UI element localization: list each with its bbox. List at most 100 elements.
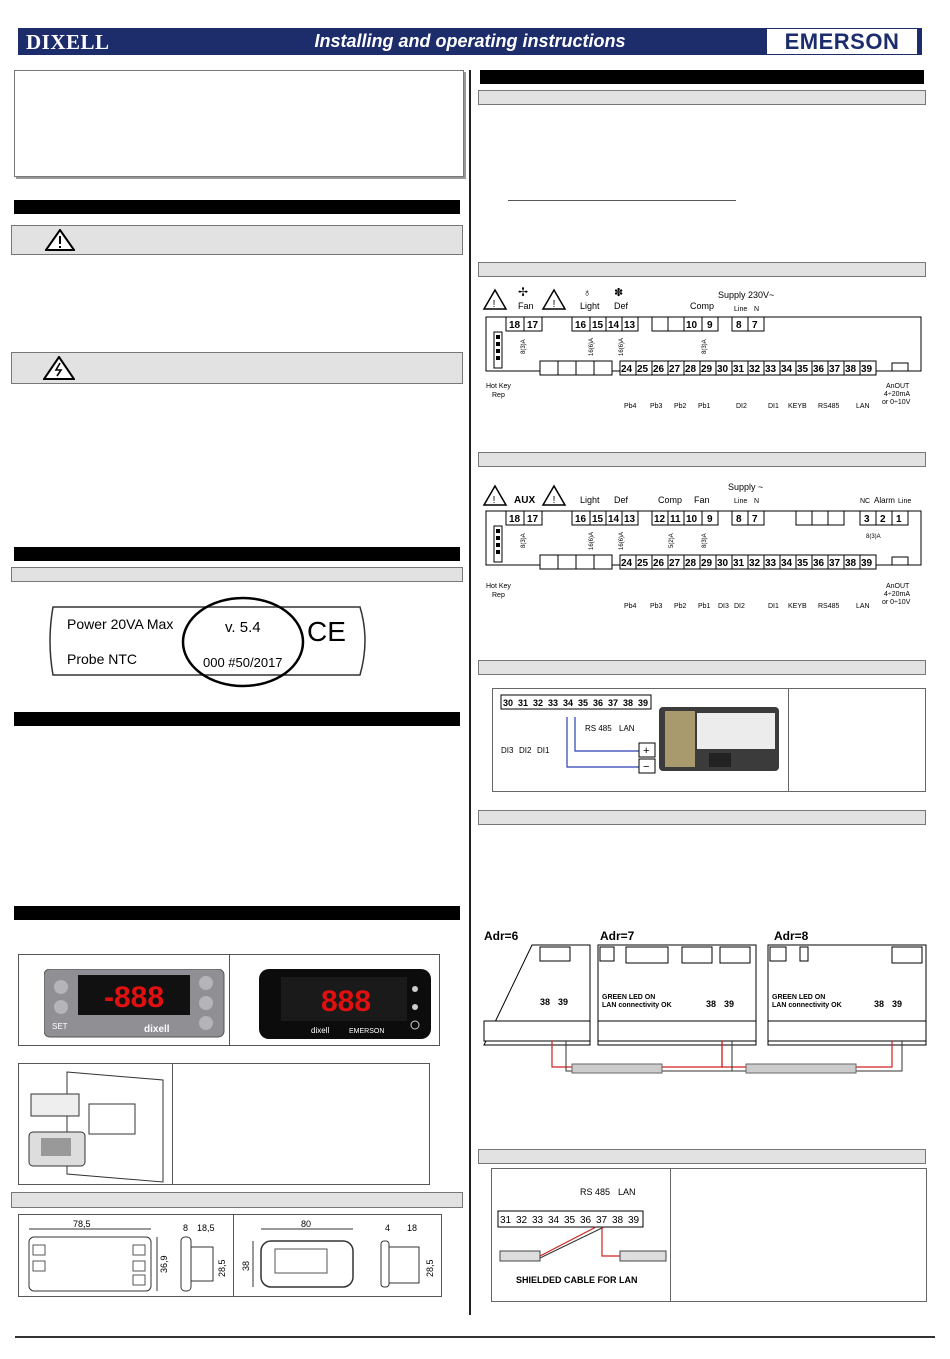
svg-text:32: 32	[516, 1215, 528, 1226]
svg-text:7: 7	[752, 320, 758, 331]
svg-text:24: 24	[621, 364, 633, 375]
svg-text:Rep: Rep	[492, 392, 505, 399]
svg-text:27: 27	[669, 364, 681, 375]
svg-text:39: 39	[628, 1215, 640, 1226]
lan-bar	[478, 810, 926, 825]
svg-text:KEYB: KEYB	[788, 403, 807, 410]
svg-text:+: +	[643, 745, 649, 757]
keyboard-connection-box: 30 31 32 33 34 35 36 37 38 39 DI3 DI2 DI…	[492, 688, 926, 792]
svg-text:1: 1	[896, 514, 902, 525]
dim-left-side-b: 18,5	[197, 1223, 215, 1233]
svg-text:SHIELDED CABLE FOR LAN: SHIELDED CABLE FOR LAN	[516, 1275, 638, 1285]
svg-text:DI2: DI2	[734, 603, 745, 610]
svg-text:AnOUT: AnOUT	[886, 583, 910, 590]
keyboard-separator	[788, 689, 789, 791]
svg-text:39: 39	[558, 997, 568, 1007]
svg-text:37: 37	[829, 558, 841, 569]
svg-text:28: 28	[685, 558, 697, 569]
svg-text:35: 35	[578, 698, 588, 708]
adr-8-label: Adr=8	[774, 929, 809, 943]
svg-text:Pb1: Pb1	[698, 403, 711, 410]
subsection-bar-1	[11, 567, 463, 582]
svg-text:8: 8	[736, 320, 742, 331]
svg-text:18: 18	[509, 320, 521, 331]
svg-text:31: 31	[733, 364, 745, 375]
svg-text:37: 37	[829, 364, 841, 375]
svg-text:37: 37	[608, 698, 618, 708]
svg-text:RS 485: RS 485	[585, 724, 612, 733]
svg-text:DI3: DI3	[718, 603, 729, 610]
svg-text:38: 38	[623, 698, 633, 708]
svg-text:33: 33	[532, 1215, 544, 1226]
svg-text:38: 38	[706, 999, 716, 1009]
svg-text:Pb1: Pb1	[698, 603, 711, 610]
svg-text:3: 3	[864, 514, 870, 525]
dim-right-side-height: 28,5	[425, 1259, 435, 1277]
svg-text:34: 34	[563, 698, 573, 708]
emerson-logo: EMERSON	[766, 28, 918, 55]
svg-text:9: 9	[707, 320, 713, 331]
supply-label: Supply 230V~	[718, 290, 774, 300]
svg-text:31: 31	[518, 698, 528, 708]
svg-text:29: 29	[701, 558, 713, 569]
ce-mark: CE	[307, 616, 346, 647]
svg-text:9: 9	[707, 514, 713, 525]
svg-text:37: 37	[596, 1215, 608, 1226]
svg-text:DI2: DI2	[519, 746, 532, 755]
wiring-bar-1	[478, 262, 926, 277]
product-label-image: Power 20VA Max Probe NTC v. 5.4 000 #50/…	[49, 596, 366, 688]
svg-text:38: 38	[540, 997, 550, 1007]
firmware-version: v. 5.4	[225, 619, 261, 636]
fan-label-2: Fan	[694, 495, 710, 505]
right-subsection-bar-1	[478, 90, 926, 105]
svg-text:15: 15	[592, 320, 604, 331]
svg-text:DI1: DI1	[768, 603, 779, 610]
defrost-label: Def	[614, 301, 629, 311]
dimensions-bar	[11, 1192, 463, 1208]
bottom-terminals: 24 25 26 27 28 29 30 31 32 33 34 35 36 3…	[539, 360, 877, 376]
svg-text:Pb2: Pb2	[674, 603, 687, 610]
svg-text:8(3)A: 8(3)A	[702, 339, 708, 354]
svg-text:12: 12	[654, 514, 666, 525]
set-label: SET	[52, 1022, 68, 1031]
warning-bar-2	[11, 352, 463, 384]
svg-text:30: 30	[717, 558, 729, 569]
svg-text:36: 36	[593, 698, 603, 708]
alarm-line-label: Line	[898, 498, 911, 505]
dixell-panel-logo-right: dixell	[311, 1026, 329, 1035]
svg-text:8: 8	[736, 514, 742, 525]
svg-text:DI1: DI1	[768, 403, 779, 410]
wiring-diagram-2: ! ! AUX Light Def Comp Fan Supply ~ Line…	[482, 482, 922, 610]
adr-7-label: Adr=7	[600, 929, 635, 943]
front-panel-gray: -888 SET dixell	[44, 969, 225, 1038]
svg-text:36: 36	[813, 364, 825, 375]
svg-text:DI2: DI2	[736, 403, 747, 410]
relay-ratings-2: 8(3)A 16(6)A 16(6)A 5(2)A 8(3)A 8(3)A	[521, 532, 881, 550]
dixell-logo: DIXELL	[26, 30, 110, 54]
bottom-labels-2: Pb4 Pb3 Pb2 Pb1 DI3 DI2 DI1 KEYB RS485 L…	[486, 583, 911, 610]
warning-bar-1	[11, 225, 463, 255]
serial-number: 000 #50/2017	[203, 655, 283, 670]
svg-text:39: 39	[861, 558, 873, 569]
svg-text:!: !	[493, 495, 496, 506]
svg-text:16(6)A: 16(6)A	[619, 338, 625, 356]
svg-text:8(3)A: 8(3)A	[702, 533, 708, 548]
panel-mounting-box	[18, 1063, 430, 1185]
svg-text:35: 35	[564, 1215, 576, 1226]
section-bar-2	[14, 547, 460, 561]
bottom-labels: Pb4 Pb3 Pb2 Pb1 DI2 DI1 KEYB RS485 LAN H…	[486, 383, 911, 410]
svg-text:8(3)A: 8(3)A	[521, 533, 527, 548]
svg-text:30: 30	[503, 698, 513, 708]
n-label-2: N	[754, 498, 759, 505]
svg-text:GREEN LED ON: GREEN LED ON	[602, 994, 655, 1001]
svg-text:!: !	[493, 299, 496, 310]
svg-text:25: 25	[637, 558, 649, 569]
comp-label: Comp	[690, 301, 714, 311]
right-section-bar-1	[480, 70, 924, 84]
shielded-separator	[670, 1169, 671, 1301]
svg-text:16(6)A: 16(6)A	[589, 532, 595, 550]
dim-left-side-a: 8	[183, 1223, 188, 1233]
top-terminals-2: 18 17 16 15 14 13 12 11 10 9 8 7 3 2 1	[505, 510, 909, 526]
svg-text:32: 32	[749, 558, 761, 569]
svg-text:39: 39	[638, 698, 648, 708]
